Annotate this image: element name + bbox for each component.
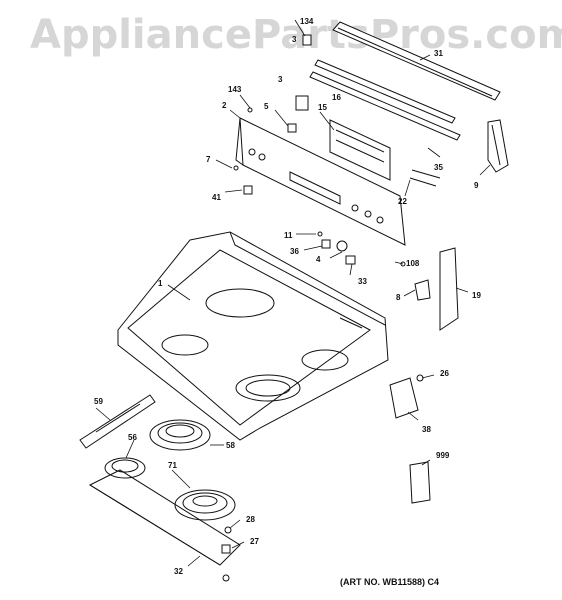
callout-label: 32	[174, 567, 183, 576]
support-59	[79, 394, 156, 449]
cooktop	[117, 231, 389, 441]
callout-label: 2	[222, 101, 227, 110]
callout-label: 35	[434, 163, 443, 172]
callout-label: 28	[246, 515, 255, 524]
art-number: (ART NO. WB11588) C4	[340, 577, 440, 587]
leaders	[95, 19, 491, 567]
item-999	[409, 461, 431, 504]
callout-label: 16	[332, 93, 341, 102]
callout-label: 22	[398, 197, 407, 206]
rod-upper	[314, 59, 456, 124]
callout-label: 1	[158, 279, 163, 288]
surface-unit-71	[174, 489, 236, 521]
callout-label: 71	[168, 461, 177, 470]
watermark: AppliancePartsPros.com	[30, 12, 562, 58]
callout-label: 31	[434, 49, 443, 58]
screws	[221, 526, 232, 582]
callout-label: 38	[422, 425, 431, 434]
callout-label: 36	[290, 247, 299, 256]
callout-label: 7	[206, 155, 211, 164]
callout-label: 56	[128, 433, 137, 442]
callout-label: 143	[228, 85, 242, 94]
small-hardware	[233, 34, 441, 267]
backguard-panel	[235, 117, 406, 246]
rod-lower	[309, 71, 461, 141]
callout-label: 5	[264, 102, 269, 111]
callout-label: 108	[406, 259, 420, 268]
callout-label: 3	[278, 75, 283, 84]
receptacle-38	[389, 374, 424, 419]
side-bracket-19	[439, 247, 459, 331]
callout-label: 33	[358, 277, 367, 286]
surface-unit-58	[149, 419, 211, 451]
support-32	[88, 469, 241, 566]
callout-label: 11	[284, 231, 293, 240]
callout-label: 59	[94, 397, 103, 406]
callout-label: 41	[212, 193, 221, 202]
callout-label: 15	[318, 103, 327, 112]
callout-label: 19	[472, 291, 481, 300]
callout-label: 58	[226, 441, 235, 450]
callout-label: 8	[396, 293, 401, 302]
bracket-8	[414, 279, 431, 301]
callout-label: 27	[250, 537, 259, 546]
callout-label: 9	[474, 181, 479, 190]
callout-label: 26	[440, 369, 449, 378]
end-cap-9	[487, 119, 509, 173]
callout-label: 3	[292, 35, 297, 44]
callout-label: 999	[436, 451, 450, 460]
trim-31	[332, 21, 501, 101]
callout-label: 134	[300, 17, 314, 26]
electronic-control	[329, 119, 391, 181]
callout-label: 4	[316, 255, 321, 264]
callout-labels: 134 3 31 143 3 2 5 15 16 7 35 9 41 22 11…	[94, 17, 481, 576]
